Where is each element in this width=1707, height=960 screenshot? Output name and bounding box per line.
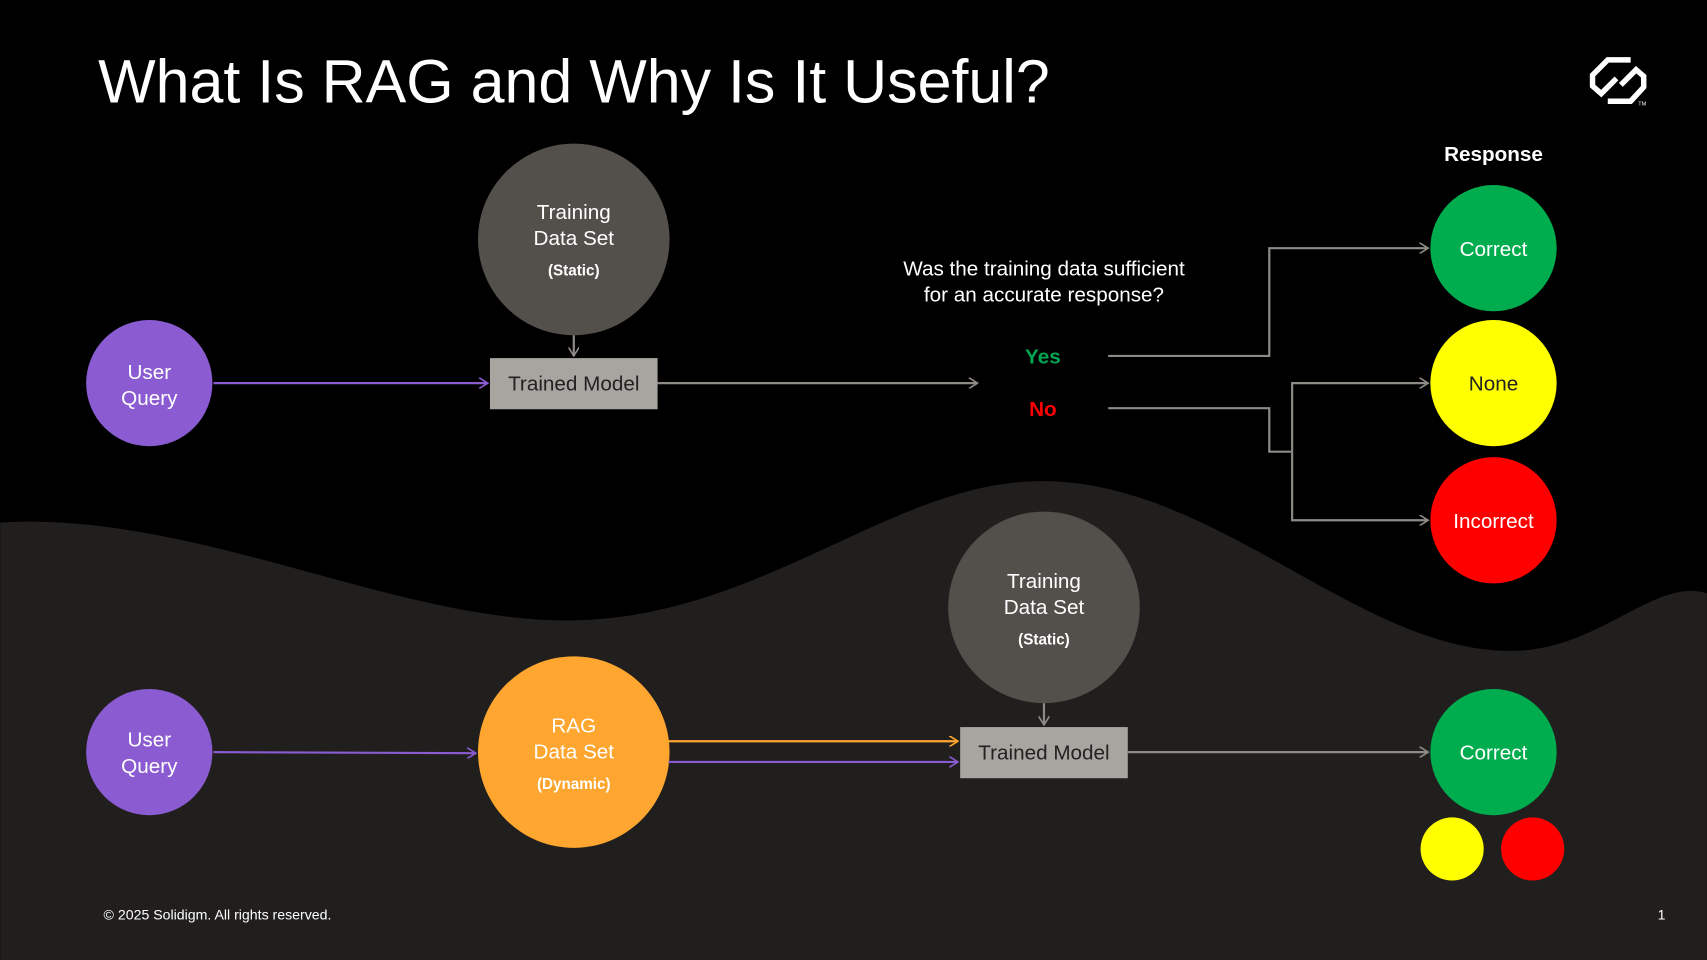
user-query-node xyxy=(86,320,213,447)
rag-set-label: RAG xyxy=(551,715,596,738)
lower-wave-band xyxy=(0,481,1707,960)
trained-model-box xyxy=(489,358,658,410)
response-correct xyxy=(1430,688,1557,816)
response-correct-label: Correct xyxy=(1460,742,1528,765)
connector-no-to-none xyxy=(1291,383,1428,452)
no-label: No xyxy=(1029,398,1057,421)
training-set-sublabel: (Static) xyxy=(1018,631,1070,648)
response-none xyxy=(1430,320,1557,447)
rag-set-sublabel: (Dynamic) xyxy=(537,776,611,793)
connector-yes-to-correct xyxy=(1108,248,1428,358)
user-query-label: User xyxy=(127,729,171,752)
decision-question: for an accurate response? xyxy=(924,283,1164,306)
arrow-query-to-rag xyxy=(213,752,476,753)
response-correct xyxy=(1430,185,1557,312)
training-set-label: Data Set xyxy=(1004,596,1085,619)
yes-label: Yes xyxy=(1025,346,1061,369)
small-incorrect-circle xyxy=(1501,817,1565,881)
user-query-label: Query xyxy=(121,755,178,778)
page-title: What Is RAG and Why Is It Useful? xyxy=(98,47,1050,115)
decision-question: Was the training data sufficient xyxy=(903,257,1185,280)
response-incorrect xyxy=(1430,457,1557,584)
connector-no-to-incorrect xyxy=(1291,451,1428,521)
response-correct-label: Correct xyxy=(1460,238,1528,261)
solidigm-logo: TM xyxy=(1589,57,1647,108)
training-set-label: Data Set xyxy=(534,227,615,250)
training-set-label: Training xyxy=(1007,570,1081,593)
response-none-label: None xyxy=(1469,373,1518,396)
user-query-label: Query xyxy=(121,387,178,410)
training-set-sublabel: (Static) xyxy=(548,262,600,279)
small-none-circle xyxy=(1420,817,1484,881)
trained-model-box xyxy=(960,727,1128,779)
training-data-set-node xyxy=(948,511,1140,704)
response-header: Response xyxy=(1444,143,1543,166)
response-incorrect-label: Incorrect xyxy=(1453,510,1534,533)
rag-data-set-node xyxy=(477,656,670,848)
top-flow: User Query Training Data Set (Static) Tr… xyxy=(86,143,1557,584)
svg-text:TM: TM xyxy=(1638,102,1646,108)
trained-model-label: Trained Model xyxy=(508,373,639,396)
trained-model-label: Trained Model xyxy=(978,742,1109,765)
page-number: 1 xyxy=(1658,907,1666,923)
connector-no xyxy=(1108,407,1293,453)
copyright: © 2025 Solidigm. All rights reserved. xyxy=(104,907,332,923)
training-set-label: Training xyxy=(537,201,611,224)
rag-set-label: Data Set xyxy=(534,741,615,764)
training-data-set-node xyxy=(477,143,670,336)
user-query-node xyxy=(86,688,213,816)
user-query-label: User xyxy=(127,361,171,384)
bottom-flow: User Query RAG Data Set (Dynamic) Traini… xyxy=(86,511,1565,881)
